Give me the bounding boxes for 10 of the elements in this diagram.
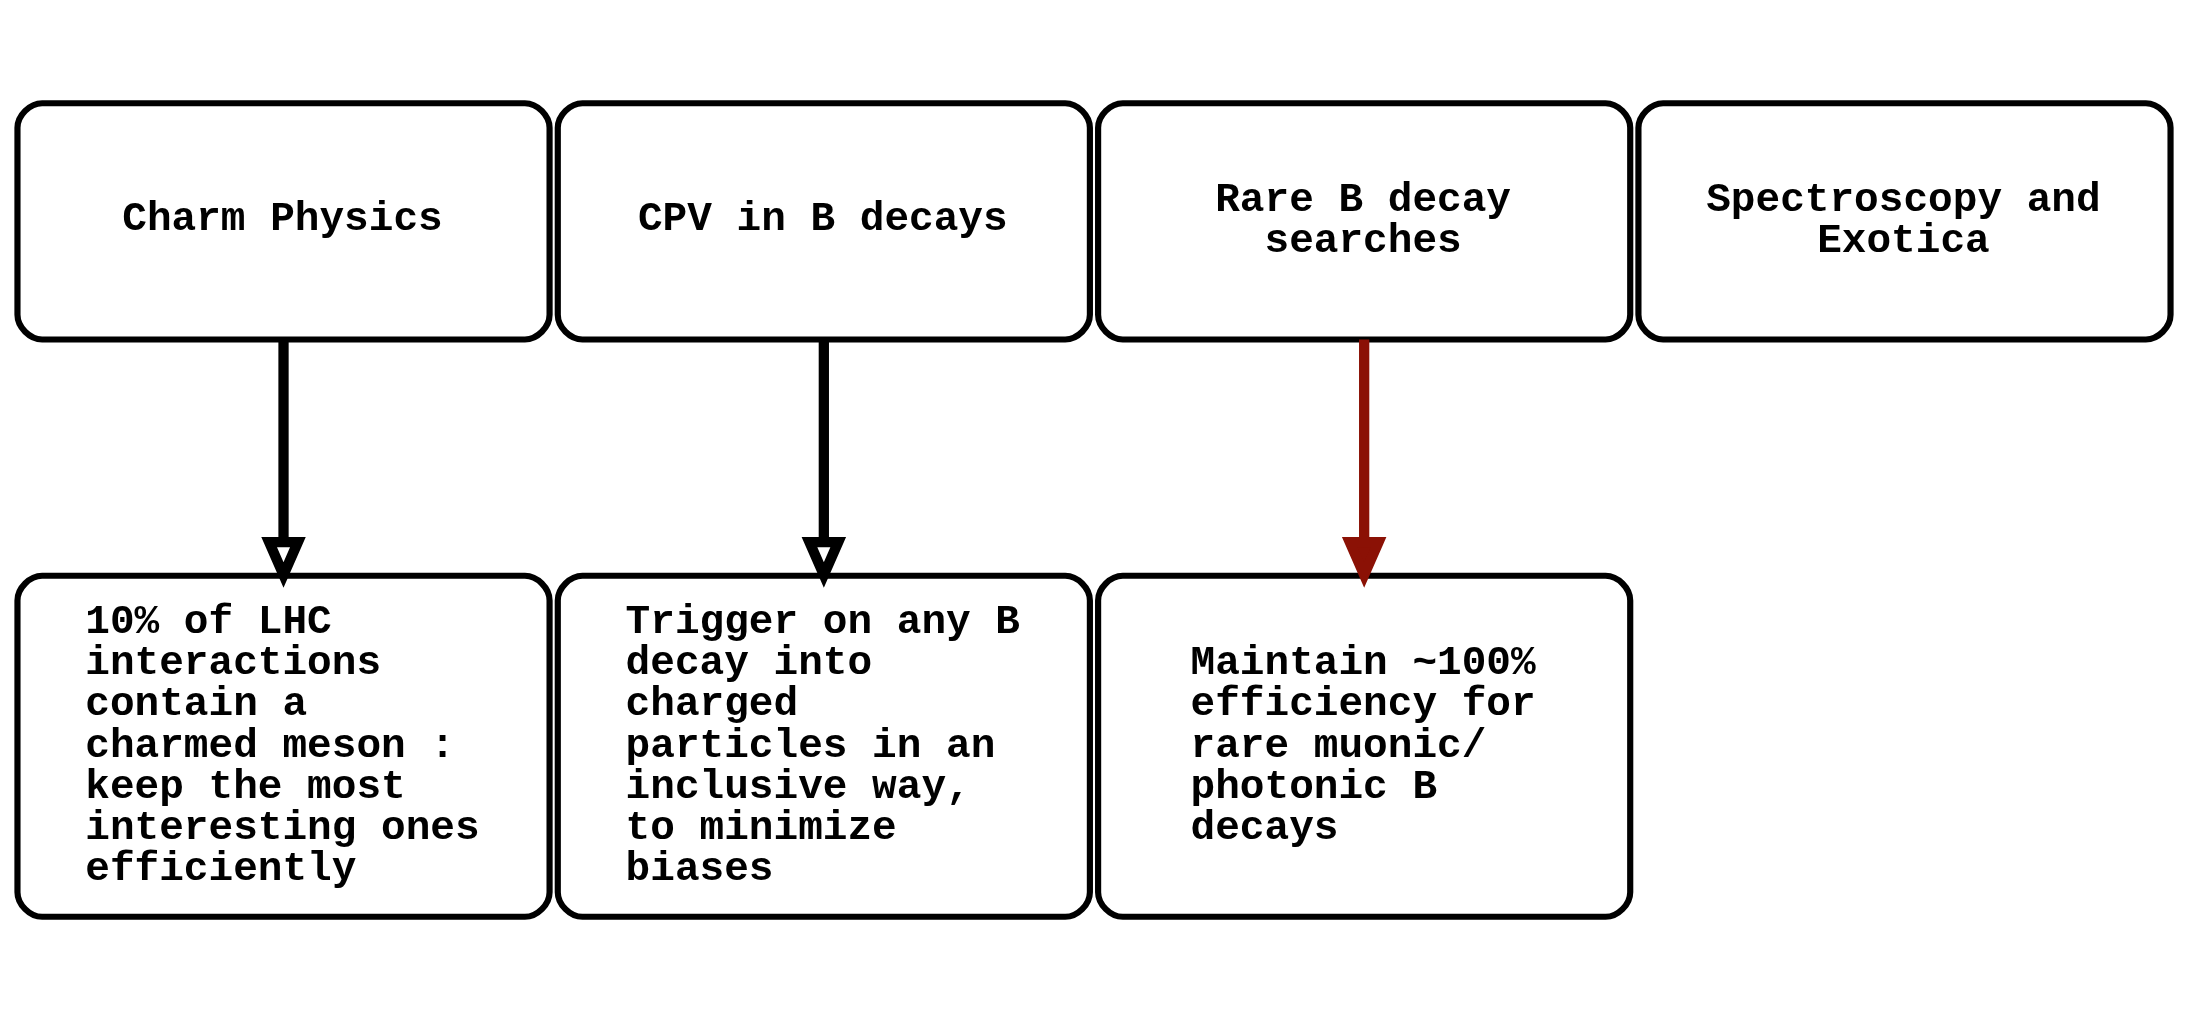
node-box: Trigger on any B decay into charged particles in an inclusive way, to minimize biases xyxy=(554,572,1093,920)
node-box: CPV in B decays xyxy=(554,100,1093,343)
node-box: Spectroscopy and Exotica xyxy=(1635,100,2174,343)
arrow xyxy=(801,339,847,588)
arrow xyxy=(1341,339,1387,588)
node-box: Charm Physics xyxy=(14,100,553,343)
node-box: 10% of LHC interactions contain a charmed meson : keep the most interesting ones efficiently xyxy=(14,572,553,920)
node-box: Maintain ~100% efficiency for rare muonic/ photonic B decays xyxy=(1095,572,1634,920)
node-box: Rare B decay searches xyxy=(1095,100,1634,343)
arrow xyxy=(261,339,306,588)
